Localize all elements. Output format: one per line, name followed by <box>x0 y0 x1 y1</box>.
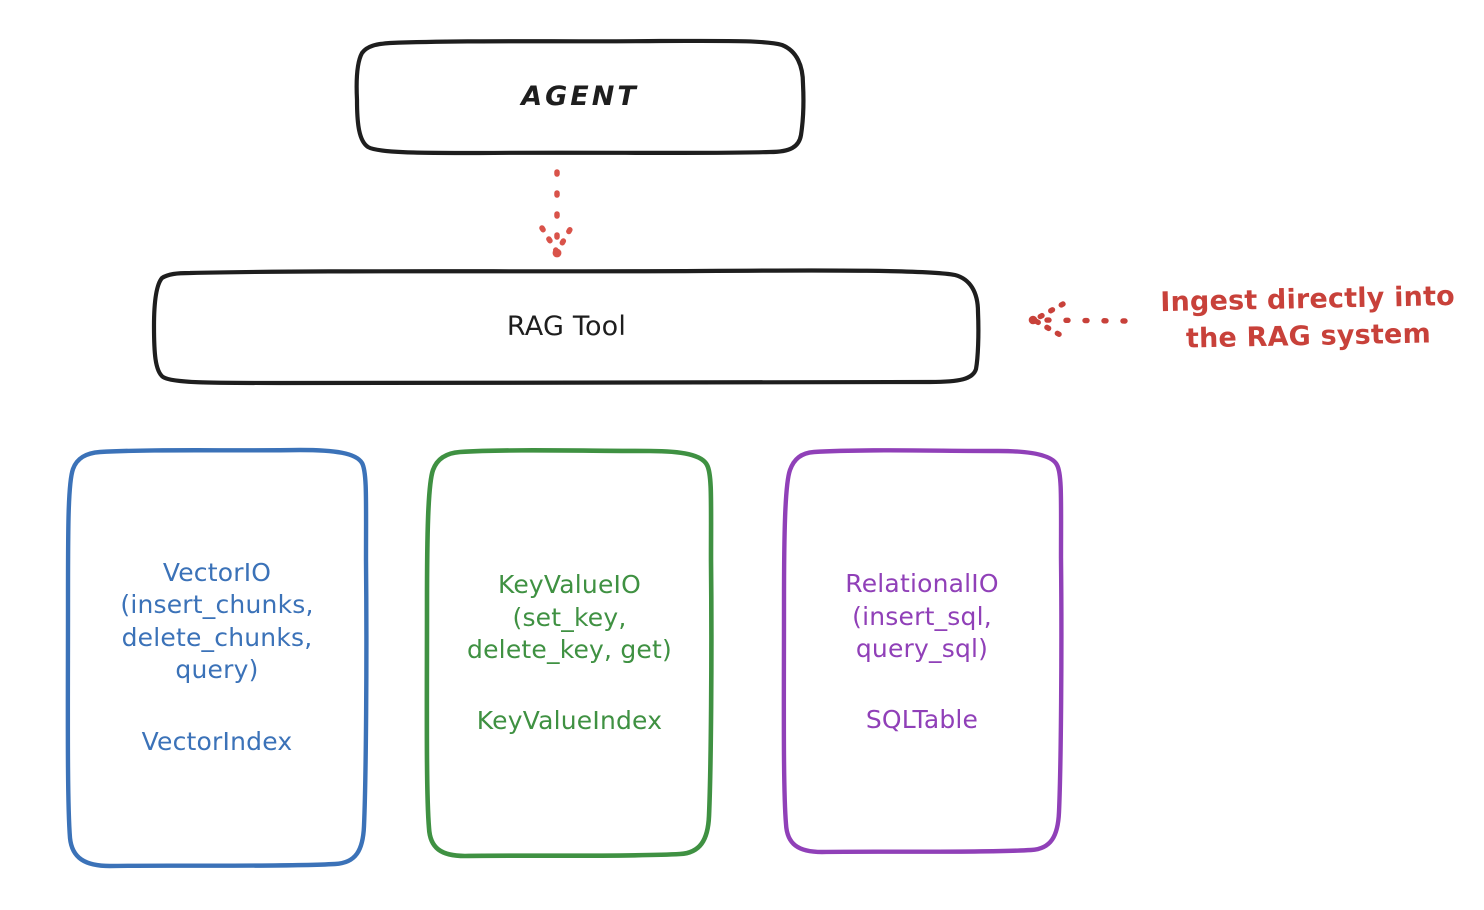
agent-to-rag-connector-arrow <box>539 169 575 258</box>
ingest-pointer-arrow <box>1028 301 1128 339</box>
rag-tool-node-shape[interactable] <box>151 268 981 386</box>
relational-io-node-shape[interactable] <box>781 448 1064 855</box>
agent-node-shape[interactable] <box>354 38 806 156</box>
vector-io-node-shape[interactable] <box>65 447 369 869</box>
key-value-io-node-shape[interactable] <box>424 448 714 859</box>
